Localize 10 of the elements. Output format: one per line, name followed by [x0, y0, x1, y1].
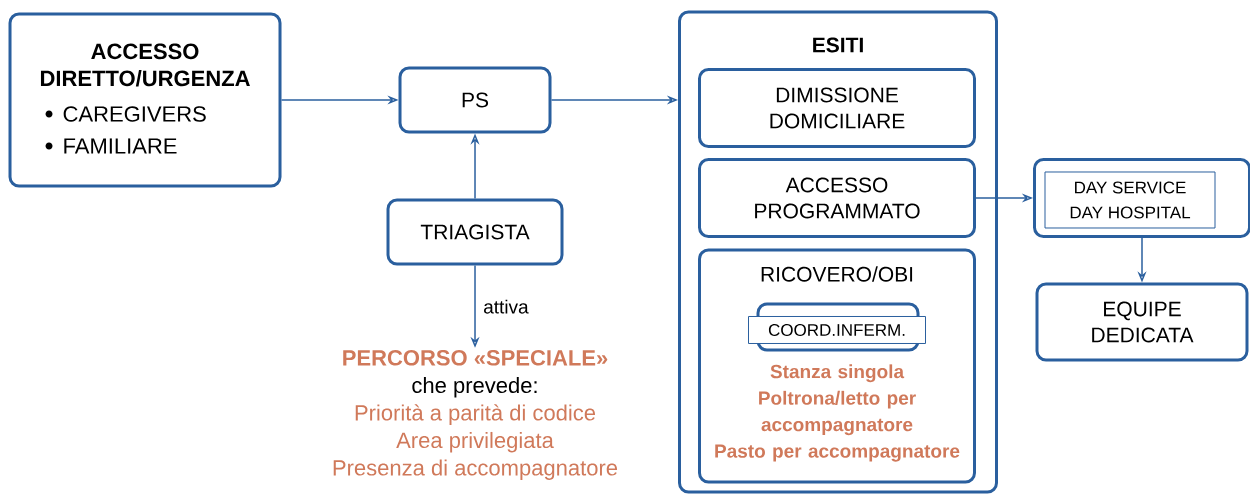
edge-label: attiva — [484, 299, 529, 314]
day-service-box: DAY SERVICE DAY HOSPITAL — [1033, 158, 1250, 238]
access-box: ACCESSO DIRETTO/URGENZA CAREGIVERS FAMILIARE — [8, 12, 282, 188]
outcome-box: DIMISSIONE DOMICILIARE — [698, 68, 976, 148]
pathway-text: PERCORSO «SPECIALE» che prevede: Priorità a parità di codice Area privilegiata Presenza di accompagnatore — [333, 350, 618, 480]
coordinator-box: COORD.INFERM. — [748, 302, 926, 352]
outcome-box: ACCESSO PROGRAMMATO — [698, 158, 976, 238]
triage-box: TRIAGISTA — [386, 198, 564, 266]
team-box: EQUIPE DEDICATA — [1035, 282, 1249, 362]
ps-box: PS — [398, 66, 552, 134]
